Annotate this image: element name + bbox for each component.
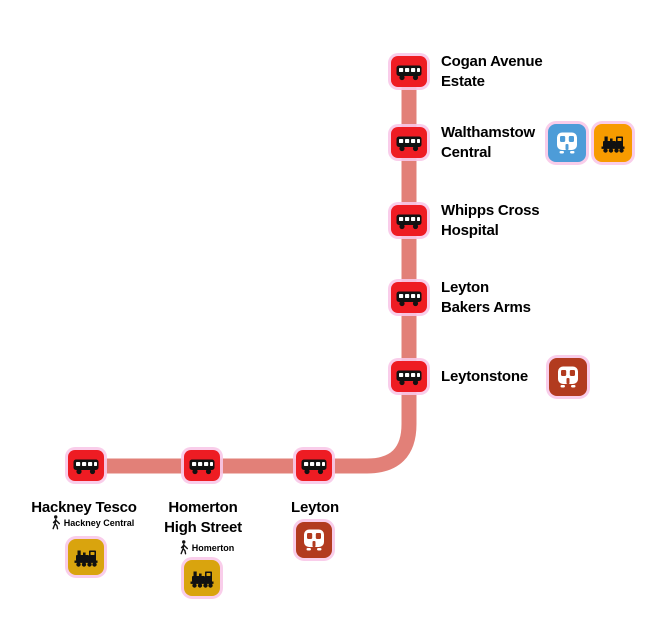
stop-marker-leyton-bakers-arms[interactable] <box>391 282 427 313</box>
steam-train-icon <box>190 571 214 588</box>
bus-icon <box>73 459 99 474</box>
stop-marker-homerton-high-street[interactable] <box>184 450 220 481</box>
stop-label-leyton: Leyton <box>291 499 339 516</box>
train-front-icon <box>557 132 577 154</box>
walk-link-homerton: Homerton <box>178 540 235 555</box>
walking-icon <box>52 515 61 530</box>
stop-label-cogan-avenue-estate: Cogan Avenue Estate <box>441 53 543 90</box>
stop-label-hackney-tesco: Hackney Tesco <box>31 499 137 516</box>
bus-icon <box>301 459 327 474</box>
stop-label-leytonstone: Leytonstone <box>441 368 528 385</box>
stop-label-leyton-bakers-arms: Leyton Bakers Arms <box>441 279 531 316</box>
stop-marker-hackney-tesco[interactable] <box>68 450 104 481</box>
train-front-icon <box>558 366 578 388</box>
walk-link-hackney-central: Hackney Central <box>50 515 135 530</box>
steam-train-icon <box>601 136 625 153</box>
stop-marker-leyton[interactable] <box>296 450 332 481</box>
walk-link-label: Hackney Central <box>63 517 135 528</box>
stop-marker-cogan-avenue-estate[interactable] <box>391 56 427 87</box>
bus-icon <box>396 370 422 385</box>
walking-icon <box>180 540 189 555</box>
bus-icon <box>396 291 422 306</box>
interchange-rail-homerton[interactable] <box>184 560 220 596</box>
bus-icon <box>189 459 215 474</box>
stop-marker-whipps-cross-hospital[interactable] <box>391 205 427 236</box>
route-line <box>86 71 417 474</box>
stop-label-walthamstow-central: Walthamstow Central <box>441 124 535 161</box>
interchange-underground-leyton[interactable] <box>296 522 332 558</box>
train-front-icon <box>304 529 324 551</box>
stop-marker-leytonstone[interactable] <box>391 361 427 392</box>
interchange-underground-leytonstone[interactable] <box>549 358 587 396</box>
steam-train-icon <box>74 550 98 567</box>
bus-icon <box>396 65 422 80</box>
interchange-rail-walthamstow[interactable] <box>594 124 632 162</box>
interchange-rail-hackney[interactable] <box>68 539 104 575</box>
stop-label-whipps-cross-hospital: Whipps Cross Hospital <box>441 202 540 239</box>
walk-link-label: Homerton <box>191 542 235 553</box>
bus-icon <box>396 136 422 151</box>
interchange-blue-walthamstow[interactable] <box>548 124 586 162</box>
stop-marker-walthamstow-central[interactable] <box>391 127 427 158</box>
bus-icon <box>396 214 422 229</box>
stop-label-homerton-high-street: Homerton High Street <box>164 499 242 536</box>
